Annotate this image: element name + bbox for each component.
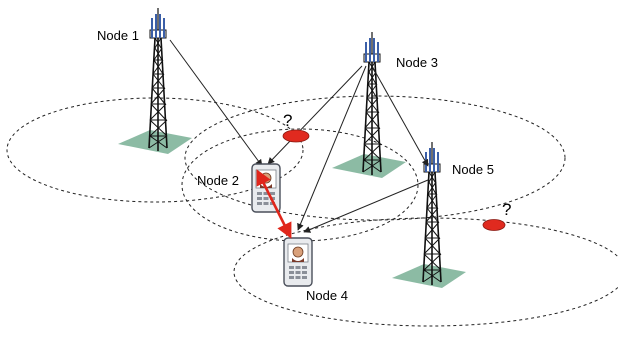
node1-label: Node 1 — [97, 28, 139, 43]
node3-tower-icon — [331, 31, 407, 179]
unknown-marker-1-label: ? — [283, 111, 292, 130]
coverage-range-node1 — [6, 97, 304, 203]
node2-label: Node 2 — [197, 173, 239, 188]
node4-mobile-phone-icon — [283, 237, 313, 287]
unknown-marker-1 — [282, 129, 310, 143]
link-node5-node4 — [303, 179, 429, 233]
node3-label: Node 3 — [396, 55, 438, 70]
peer-link-node2-node4 — [256, 169, 292, 239]
unknown-marker-2-label: ? — [502, 200, 511, 219]
link-node3-node2 — [267, 65, 363, 165]
node4-label: Node 4 — [306, 288, 348, 303]
link-node3-node4 — [297, 65, 367, 231]
link-node3-node5 — [371, 65, 429, 167]
unknown-marker-2 — [482, 219, 506, 231]
link-node1-node2 — [169, 39, 263, 167]
node5-label: Node 5 — [452, 162, 494, 177]
